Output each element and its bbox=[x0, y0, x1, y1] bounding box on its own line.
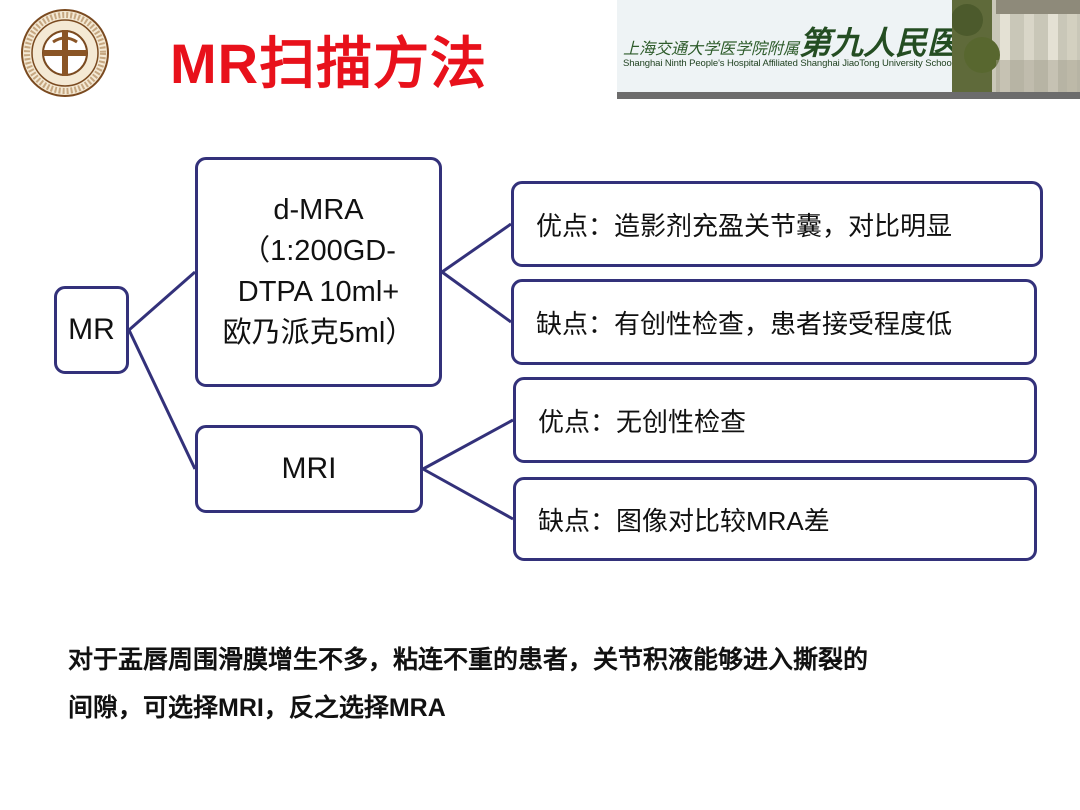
connector-dmra-pro bbox=[441, 222, 512, 274]
connector-mri-con bbox=[422, 467, 514, 521]
node-dmra-advantage: 优点：造影剂充盈关节囊，对比明显 bbox=[511, 181, 1043, 267]
node-mr: MR bbox=[54, 286, 129, 374]
university-seal-logo bbox=[21, 9, 109, 97]
dmra-label-line: d-MRA bbox=[273, 194, 364, 226]
node-mri: MRI bbox=[195, 425, 423, 513]
connector-mr-dmra bbox=[128, 270, 196, 332]
hospital-english-name: Shanghai Ninth People's Hospital Affilia… bbox=[623, 58, 1004, 69]
connector-mri-pro bbox=[422, 418, 514, 471]
connector-mr-mri bbox=[127, 329, 197, 470]
connector-dmra-con bbox=[441, 270, 512, 324]
slide-title: MR扫描方法 bbox=[170, 32, 488, 95]
conclusion-note: 对于盂唇周围滑膜增生不多，粘连不重的患者，关节积液能够进入撕裂的 间隙，可选择M… bbox=[68, 636, 1048, 732]
note-line: 对于盂唇周围滑膜增生不多，粘连不重的患者，关节积液能够进入撕裂的 bbox=[68, 646, 869, 674]
dmra-label-line: 欧乃派克5ml） bbox=[222, 317, 415, 349]
hospital-prefix: 上海交通大学医学院附属 bbox=[623, 39, 800, 58]
node-mri-disadvantage: 缺点：图像对比较MRA差 bbox=[513, 477, 1037, 561]
banner-divider bbox=[617, 92, 1080, 99]
note-line: 间隙，可选择MRI，反之选择MRA bbox=[68, 694, 446, 722]
dmra-label-line: （1:200GD- bbox=[241, 235, 396, 267]
node-dmra: d-MRA （1:200GD- DTPA 10ml+ 欧乃派克5ml） bbox=[195, 157, 442, 387]
hospital-building-photo bbox=[952, 0, 1080, 92]
hospital-banner: 上海交通大学医学院附属第九人民医院 Shanghai Ninth People'… bbox=[617, 0, 1080, 92]
node-dmra-disadvantage: 缺点：有创性检查，患者接受程度低 bbox=[511, 279, 1037, 365]
node-mri-advantage: 优点：无创性检查 bbox=[513, 377, 1037, 463]
dmra-label-line: DTPA 10ml+ bbox=[237, 276, 400, 308]
